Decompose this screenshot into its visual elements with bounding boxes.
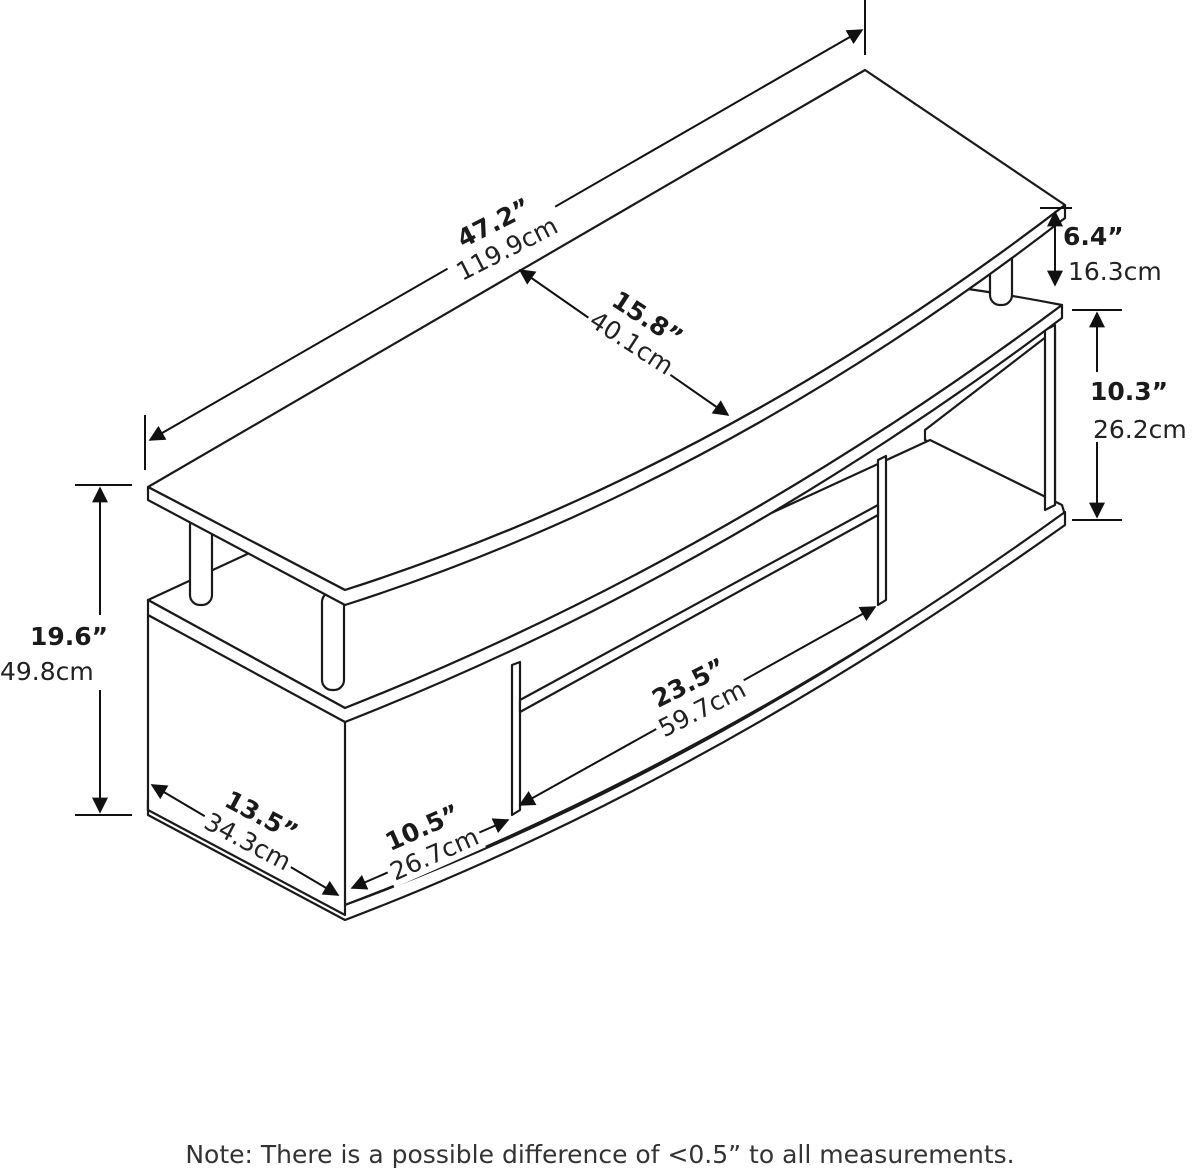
- height-in: 19.6”: [30, 622, 108, 651]
- top-gap-cm: 16.3cm: [1068, 257, 1162, 286]
- right-divider: [876, 454, 888, 607]
- furniture-drawing: [146, 68, 1067, 922]
- top-gap-in: 6.4”: [1063, 222, 1124, 251]
- shelf-gap-cm: 26.2cm: [1093, 415, 1187, 444]
- top-shelf-front: [146, 203, 1067, 607]
- height-cm: 49.8cm: [0, 657, 94, 686]
- center-divider: [510, 660, 522, 817]
- post: [320, 590, 346, 692]
- right-side-panel: [1043, 323, 1057, 512]
- bottom-shelf-front: [146, 510, 1067, 922]
- measurement-note: Note: There is a possible difference of …: [185, 1140, 1015, 1169]
- shelf-gap-in: 10.3”: [1090, 377, 1168, 406]
